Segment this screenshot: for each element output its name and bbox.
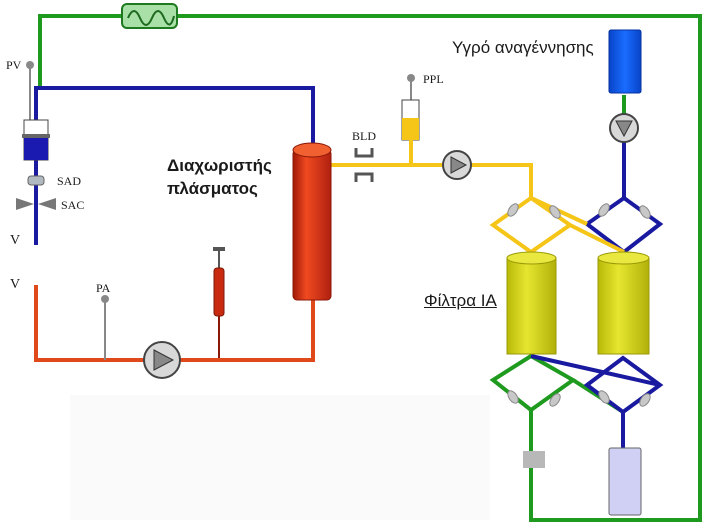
arterial-pressure-sensor <box>101 295 109 360</box>
background-blank-area <box>70 395 490 520</box>
filter-upper-left-diamond <box>489 196 574 255</box>
venous-return-line <box>34 86 315 245</box>
blood-warmer <box>121 3 178 29</box>
ia-filter-right <box>597 251 650 355</box>
venous-circuit <box>34 86 664 448</box>
label-pa: PA <box>96 281 111 295</box>
label-separator-line1: Διαχωριστής <box>167 156 272 175</box>
regeneration-pump <box>609 113 639 143</box>
label-sad: SAD <box>57 174 82 188</box>
venous-drip-chamber <box>22 61 50 161</box>
regeneration-fluid-bag <box>608 29 642 94</box>
label-regeneration-fluid: Υγρό αναγέννησης <box>452 38 594 57</box>
filter-lower-right-diamond <box>583 355 664 414</box>
regen-outer-loop-line <box>38 14 702 522</box>
blood-leak-detector <box>354 148 374 182</box>
diamond-connectors <box>507 203 651 407</box>
label-bld: BLD <box>352 129 376 143</box>
ia-filter-left <box>506 251 557 355</box>
plasma-circuit <box>330 163 625 255</box>
label-pv: PV <box>6 58 22 72</box>
plasma-pressure-sensor <box>401 74 420 165</box>
plasma-separator <box>292 142 332 301</box>
label-ppl: PPL <box>423 72 444 86</box>
label-separator-line2: πλάσματος <box>167 179 258 198</box>
heparin-syringe <box>213 247 225 358</box>
filter-upper-right-diamond <box>583 196 664 255</box>
label-sac: SAC <box>61 198 85 212</box>
safety-clamp-sac <box>16 198 56 210</box>
waste-line-connector <box>523 451 545 468</box>
label-v-top: V <box>10 233 21 248</box>
arterial-blood-pump <box>143 341 181 379</box>
plasma-outflow-line <box>330 163 533 198</box>
label-v-bottom: V <box>10 277 21 292</box>
waste-bag <box>608 447 642 516</box>
label-ia-filters: Φίλτρα IA <box>424 291 497 310</box>
plasma-pump <box>442 150 472 180</box>
air-detector-sad <box>27 175 45 186</box>
